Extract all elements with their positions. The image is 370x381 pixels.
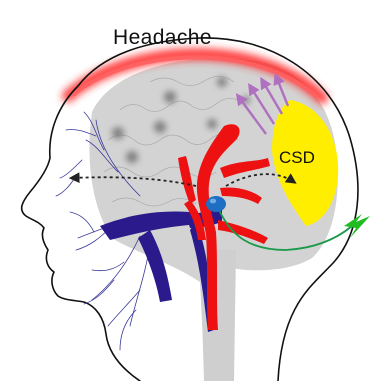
- trigeminal-ganglion: [206, 196, 226, 212]
- lightning-bolt-icon: [344, 214, 370, 238]
- headache-label: Headache: [113, 26, 212, 49]
- csd-label: CSD: [279, 148, 315, 167]
- ganglion-highlight: [210, 199, 216, 204]
